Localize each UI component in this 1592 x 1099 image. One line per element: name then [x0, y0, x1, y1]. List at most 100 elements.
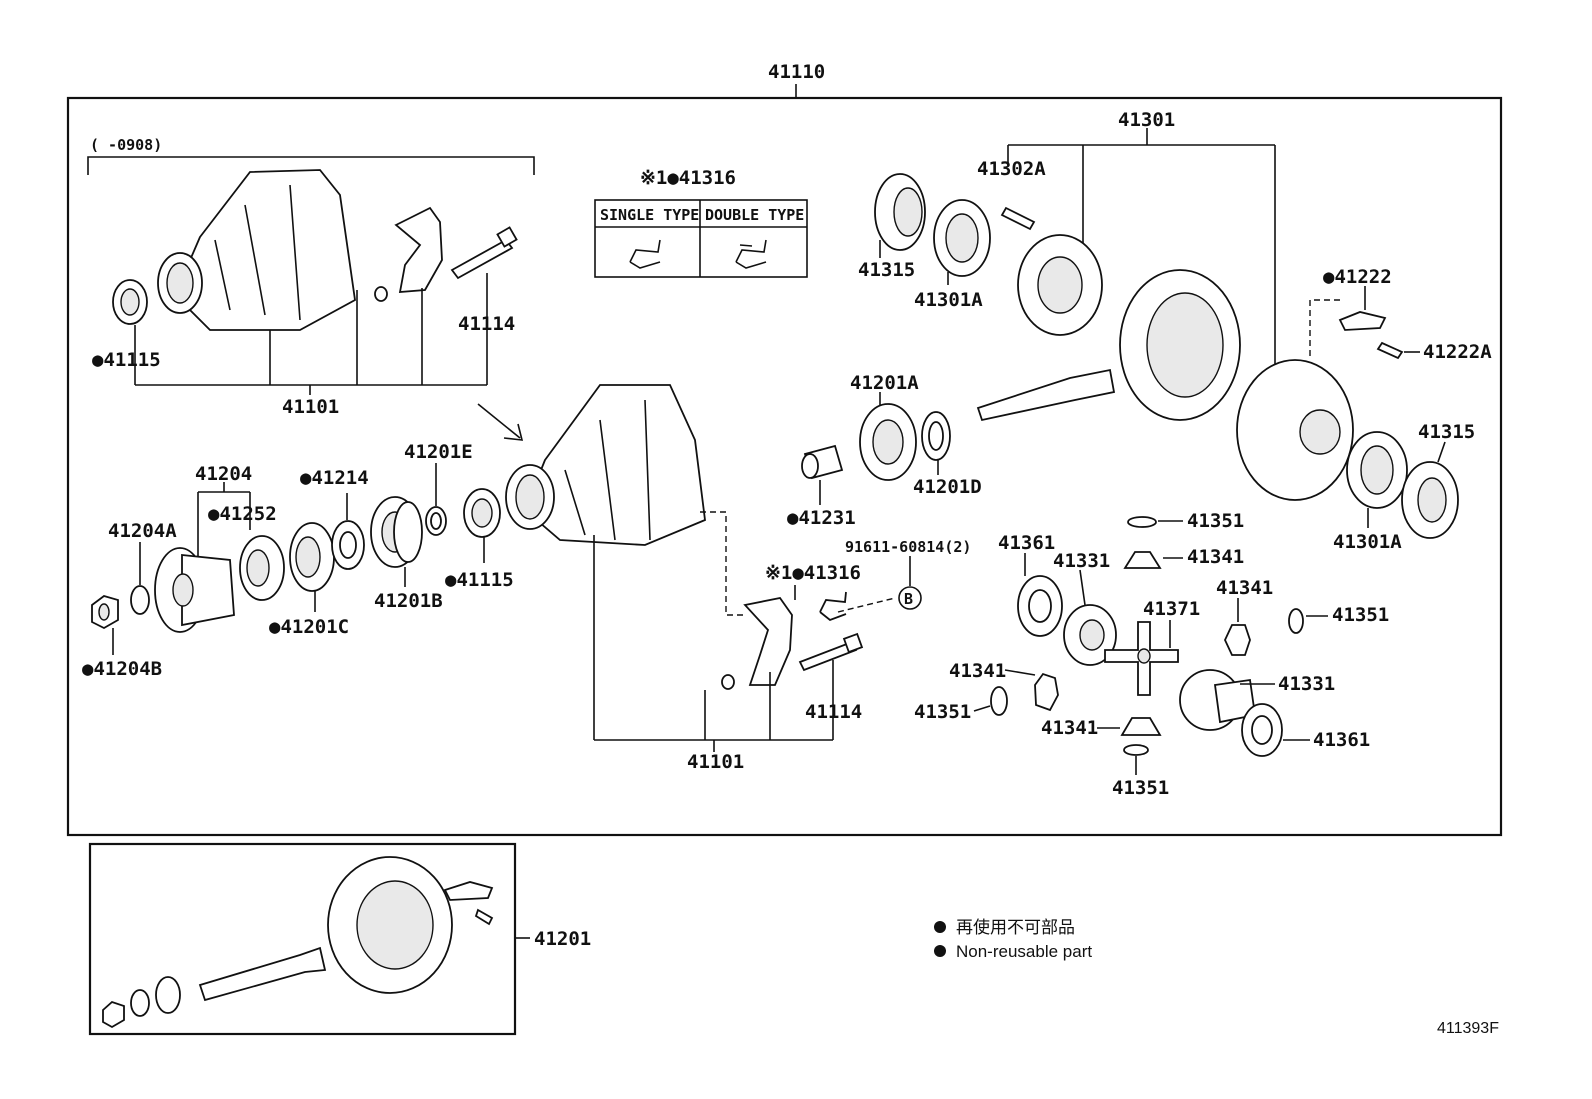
label-41204B: ●41204B — [82, 658, 162, 680]
label-41201C: ●41201C — [269, 616, 349, 638]
label-41341-b: 41341 — [1216, 577, 1273, 599]
label-41302A: 41302A — [977, 158, 1046, 180]
housing-dash — [700, 511, 745, 616]
ref-b-label: B — [904, 590, 913, 608]
double-type-label: DOUBLE TYPE — [705, 206, 804, 224]
label-41204: 41204 — [195, 463, 252, 485]
bearing-41301A-right — [1346, 431, 1408, 509]
pinion-gear-41341-b — [1224, 624, 1251, 656]
carrier-housing-main — [505, 384, 706, 546]
label-41201: 41201 — [534, 928, 591, 950]
washer-41361-right — [1241, 703, 1283, 757]
leader-41101-top — [135, 273, 488, 395]
legend-bullet-en — [934, 945, 946, 957]
label-41214: ●41214 — [300, 467, 369, 489]
label-41361-bottom: 41361 — [1313, 729, 1370, 751]
double-type-clip — [735, 239, 767, 269]
label-41201D: 41201D — [913, 476, 982, 498]
diff-case-top — [1017, 234, 1103, 336]
leader-41301 — [1007, 128, 1276, 370]
bearing-41201A — [859, 403, 917, 481]
washer-41351-c — [990, 686, 1008, 716]
label-41301A-top: 41301A — [914, 289, 983, 311]
label-41101-bottom: 41101 — [687, 751, 744, 773]
direction-arrow — [477, 403, 524, 441]
clip-41316-main — [819, 591, 847, 622]
bearing-cap-top — [374, 206, 443, 302]
figure-code: 411393F — [1437, 1020, 1499, 1037]
label-41331-bottom: 41331 — [1278, 673, 1335, 695]
single-type-clip — [629, 239, 661, 269]
washer-41361-left — [1017, 575, 1063, 637]
legend-bullet-jp — [934, 921, 946, 933]
label-41301A-right: 41301A — [1333, 531, 1402, 553]
label-41301: 41301 — [1118, 109, 1175, 131]
label-41115-left: ●41115 — [92, 349, 161, 371]
leader-41204 — [197, 482, 251, 560]
pinion-gear-41341-c — [1034, 672, 1059, 712]
oil-seal-top — [112, 279, 148, 325]
cap-bolt-main — [798, 632, 864, 672]
shim-41201E — [425, 506, 447, 536]
date-range-label: ( -0908) — [90, 136, 162, 154]
label-41351-a: 41351 — [1187, 510, 1244, 532]
legend-en: Non-reusable part — [956, 942, 1092, 961]
pinion-shaft-41371 — [1104, 621, 1179, 696]
bearing-cap-main — [721, 597, 793, 690]
date-range-bracket — [87, 156, 535, 175]
deflector-41201C — [289, 522, 335, 592]
bolt-41222A — [1376, 341, 1404, 360]
washer-41204A — [130, 585, 150, 615]
washer-41351-d — [1123, 744, 1149, 756]
label-41101-top: 41101 — [282, 396, 339, 418]
oil-seal-41115-mid — [463, 488, 501, 538]
legend-jp: 再使用不可部品 — [956, 917, 1075, 937]
label-41341-a: 41341 — [1187, 546, 1244, 568]
oil-seal-41252 — [239, 535, 285, 601]
companion-flange — [154, 547, 235, 633]
spacer-41214 — [331, 520, 365, 570]
label-41201B: 41201B — [374, 590, 443, 612]
side-gear-41331-left — [1063, 604, 1117, 666]
option-table — [594, 199, 808, 278]
bearing-41315-top — [874, 173, 926, 251]
label-41341-c: 41341 — [949, 660, 1006, 682]
label-41315-right: 41315 — [1418, 421, 1475, 443]
bolt-code-label: 91611-60814(2) — [845, 538, 971, 556]
ring-pinion-set — [102, 856, 494, 1029]
label-41351-d: 41351 — [1112, 777, 1169, 799]
label-41231: ●41231 — [787, 507, 856, 529]
label-41201E: 41201E — [404, 441, 473, 463]
bolt-41302A — [1000, 206, 1036, 231]
bearing-41301A-top — [933, 199, 991, 277]
leader-41101-bottom — [593, 535, 834, 752]
label-41222: ●41222 — [1323, 266, 1392, 288]
option-table-label: ※1●41316 — [640, 167, 736, 189]
spacer-41231 — [801, 444, 844, 480]
washer-41351-a — [1127, 516, 1157, 528]
label-41316-mid: ※1●41316 — [765, 562, 861, 584]
diff-case-main — [1236, 359, 1354, 501]
carrier-housing-top — [157, 169, 356, 331]
label-41331-top: 41331 — [1053, 550, 1110, 572]
cap-bolt-top — [450, 226, 518, 280]
side-gear-41331-right — [1179, 669, 1257, 731]
label-41351-c: 41351 — [914, 701, 971, 723]
single-type-label: SINGLE TYPE — [600, 206, 699, 224]
label-41114-bottom: 41114 — [805, 701, 862, 723]
ref-b-circle — [898, 586, 922, 610]
label-41204A: 41204A — [108, 520, 177, 542]
washer-41351-b — [1288, 608, 1304, 634]
label-41351-b: 41351 — [1332, 604, 1389, 626]
lock-plate-41222 — [1338, 311, 1387, 331]
label-41252: ●41252 — [208, 503, 277, 525]
label-41114-top: 41114 — [458, 313, 515, 335]
pinion-gear-41341-d — [1120, 717, 1162, 736]
label-41341-d: 41341 — [1041, 717, 1098, 739]
main-assembly-frame — [66, 96, 1503, 837]
assembly-label: 41110 — [768, 61, 825, 83]
bearing-41201B — [370, 496, 423, 568]
label-41115-mid: ●41115 — [445, 569, 514, 591]
ring-gear-pinion — [976, 269, 1241, 422]
